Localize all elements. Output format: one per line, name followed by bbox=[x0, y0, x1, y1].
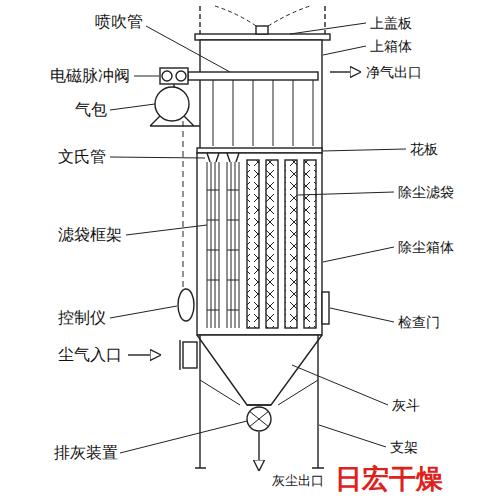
part-label: 除尘滤袋 bbox=[398, 184, 454, 201]
part-label: 上箱体 bbox=[370, 38, 412, 55]
part-label: 上盖板 bbox=[370, 15, 412, 32]
part-label: 电磁脉冲阀 bbox=[50, 66, 130, 85]
part-label: 净气出口 bbox=[366, 64, 422, 81]
part-label: 检查门 bbox=[398, 314, 440, 331]
part-label: 气包 bbox=[75, 100, 107, 119]
part-label: 除尘箱体 bbox=[398, 239, 454, 256]
part-label: 控制仪 bbox=[58, 308, 106, 327]
part-label: 花板 bbox=[410, 141, 438, 158]
watermark: 日宏干燥 bbox=[335, 463, 443, 495]
part-label: 喷吹管 bbox=[95, 12, 143, 31]
part-label: 尘气入口 bbox=[58, 345, 122, 364]
part-label: 灰斗 bbox=[392, 397, 420, 414]
part-label: 灰尘出口 bbox=[272, 473, 324, 489]
part-label: 排灰装置 bbox=[54, 443, 118, 462]
part-label: 文氏管 bbox=[58, 147, 106, 166]
part-label: 滤袋框架 bbox=[58, 225, 122, 244]
part-label: 支架 bbox=[390, 439, 418, 456]
